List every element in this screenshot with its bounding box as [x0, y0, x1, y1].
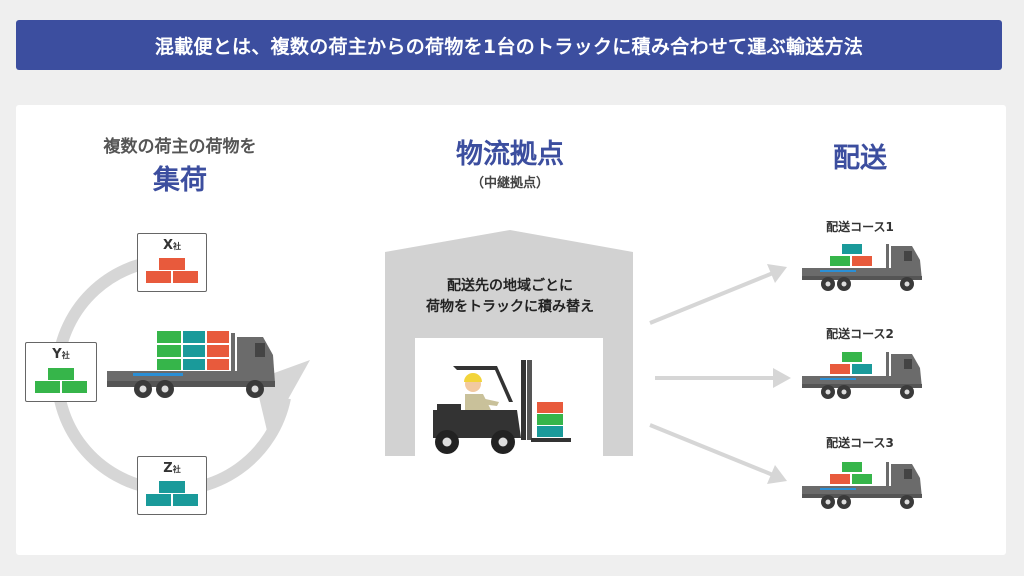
course-2-truck-icon: [802, 352, 922, 399]
shipper-y-letter: Y: [52, 347, 62, 362]
hub-subtitle: （中継拠点）: [470, 176, 549, 191]
distribution-arrows: [649, 264, 791, 484]
shipper-x-boxes: [146, 258, 198, 283]
shipper-card-y: Y社: [25, 342, 97, 402]
shipper-z-letter: Z: [163, 461, 173, 476]
course-3-truck-icon: [802, 462, 922, 509]
shipper-y-boxes: [35, 368, 87, 393]
course-1-truck-icon: [802, 244, 922, 291]
shipper-y-suffix: 社: [61, 351, 70, 360]
course-1-label: 配送コース1: [826, 220, 894, 234]
collect-truck-icon: [107, 331, 275, 398]
hub-title: 物流拠点: [456, 139, 564, 170]
course-2-label: 配送コース2: [826, 327, 894, 341]
hub-note-line2: 荷物をトラックに積み替え: [426, 299, 594, 315]
course-3-label: 配送コース3: [826, 436, 894, 450]
title-banner: 混載便とは、複数の荷主からの荷物を1台のトラックに積み合わせて運ぶ輸送方法: [16, 20, 1002, 70]
forklift-icon: [433, 360, 571, 454]
hub-note-line1: 配送先の地域ごとに: [447, 278, 573, 294]
shipper-z-boxes: [146, 481, 198, 506]
collect-caption: 複数の荷主の荷物を: [103, 137, 257, 157]
shipper-card-x: X社: [137, 233, 207, 292]
collect-title: 集荷: [153, 165, 207, 196]
banner-title: 混載便とは、複数の荷主からの荷物を1台のトラックに積み合わせて運ぶ輸送方法: [154, 35, 864, 58]
shipper-card-z: Z社: [137, 456, 207, 515]
shipper-x-suffix: 社: [173, 242, 182, 251]
shipper-x-letter: X: [162, 238, 174, 253]
warehouse-icon: [385, 230, 633, 456]
shipper-z-suffix: 社: [172, 465, 181, 474]
delivery-title: 配送: [833, 143, 887, 174]
